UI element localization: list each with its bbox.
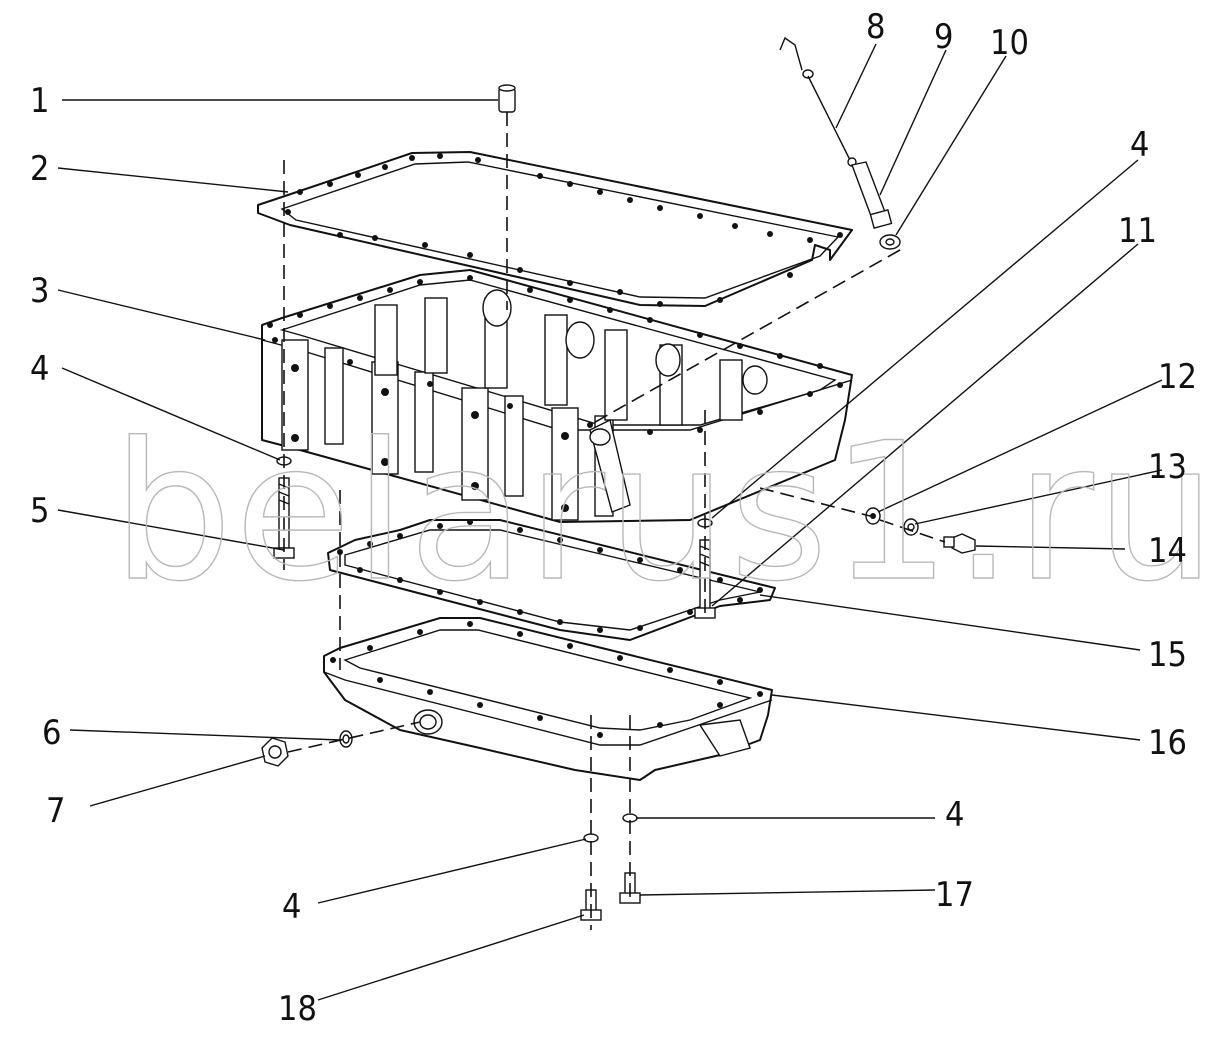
callout-3: 3 — [30, 271, 49, 311]
callout-12: 12 — [1158, 357, 1197, 397]
callout-9: 9 — [934, 17, 953, 57]
drain-plug-parts — [865, 507, 976, 554]
callout-17: 17 — [935, 875, 974, 915]
callout-5: 5 — [30, 491, 49, 531]
assembly-axes — [283, 112, 946, 930]
callout-13: 13 — [1148, 447, 1187, 487]
callout-1: 1 — [30, 81, 49, 121]
callout-6: 6 — [42, 713, 61, 753]
callout-4-left: 4 — [30, 349, 49, 389]
callout-10: 10 — [990, 23, 1029, 63]
lower-gasket — [327, 519, 776, 641]
callout-2: 2 — [30, 149, 49, 189]
watermark-text: belarus1.ru — [112, 402, 1217, 623]
callout-8: 8 — [866, 7, 885, 47]
dipstick-assembly — [779, 36, 901, 250]
callout-4-lower-left: 4 — [282, 887, 301, 927]
callout-4-lower-right: 4 — [945, 795, 964, 835]
callout-11: 11 — [1118, 211, 1157, 251]
dowel-pin — [498, 84, 516, 113]
callout-7: 7 — [46, 791, 65, 831]
callout-18: 18 — [278, 989, 317, 1029]
lower-drain-plug — [261, 730, 353, 767]
callout-15: 15 — [1148, 635, 1187, 675]
callout-14: 14 — [1148, 531, 1187, 571]
callout-4-upper-right: 4 — [1130, 125, 1149, 165]
leader-lines — [57, 43, 1163, 1001]
callout-labels: 1 2 3 4 5 6 7 8 9 10 4 11 12 13 14 15 16… — [30, 7, 1197, 1029]
upper-gasket — [257, 151, 853, 307]
callout-16: 16 — [1148, 723, 1187, 763]
lower-sump — [323, 617, 773, 781]
